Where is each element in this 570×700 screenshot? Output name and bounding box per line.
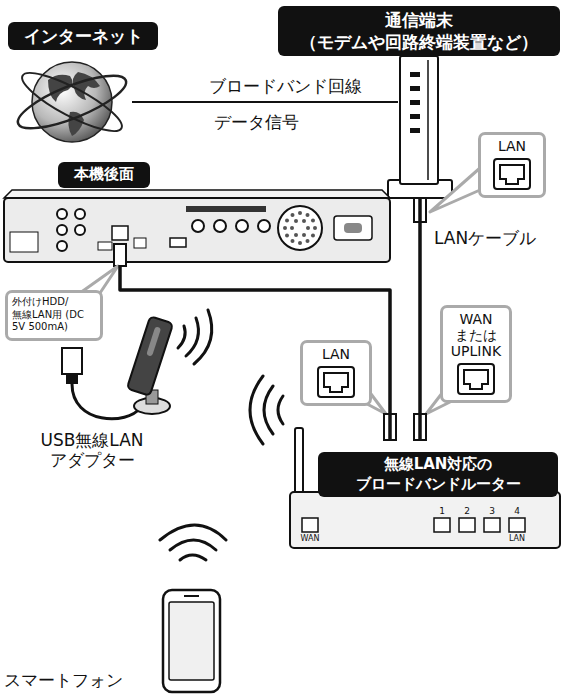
- jack-icon: [492, 157, 532, 191]
- label: LANケーブル: [434, 228, 536, 248]
- globe: [12, 62, 132, 142]
- label: スマートフォン: [4, 670, 123, 690]
- cable-line: [120, 265, 390, 440]
- node-text: 通信端末 （モデムや回路終端装置など）: [286, 9, 552, 53]
- header-band: 本機後面: [58, 162, 150, 188]
- label: 4: [509, 506, 525, 517]
- label: 3: [484, 506, 500, 517]
- header-band: インターネット: [8, 22, 158, 50]
- label: 1: [434, 506, 450, 517]
- label: LAN: [505, 534, 529, 544]
- header-band: 通信端末 （モデムや回路終端装置など）: [278, 6, 560, 56]
- node-text: LAN: [485, 138, 539, 154]
- jack-icon: [456, 362, 496, 396]
- port-callout: 外付けHDD/ 無線LAN用 (DC 5V 500mA): [5, 290, 103, 341]
- node-text: 無線LAN対応の ブロードバンドルーター: [326, 455, 550, 494]
- jack-icon: [316, 365, 356, 399]
- radio-waves: [160, 310, 283, 560]
- label: 2: [459, 506, 475, 517]
- node-text: 外付けHDD/ 無線LAN用 (DC 5V 500mA): [12, 296, 96, 334]
- modem: [388, 56, 452, 222]
- router: [290, 414, 560, 548]
- label: USB無線LAN アダプター: [22, 430, 162, 471]
- port-callout: WAN または UPLINK: [440, 305, 512, 403]
- header-band: 無線LAN対応の ブロードバンドルーター: [318, 452, 558, 497]
- cable-line: [420, 199, 421, 440]
- node-text: WAN または UPLINK: [447, 311, 505, 359]
- connector-anchor: [398, 55, 440, 199]
- recorder: [4, 190, 390, 266]
- smartphone: [163, 590, 220, 692]
- cable-line: [132, 102, 398, 103]
- port-callout: LAN: [300, 340, 372, 406]
- label: WAN: [296, 534, 324, 544]
- node-text: インターネット: [16, 25, 150, 47]
- node-text: LAN: [307, 346, 365, 362]
- port-callout: LAN: [478, 132, 546, 198]
- node-text: 本機後面: [66, 165, 142, 185]
- edge-label: ブロードバンド回線: [206, 76, 365, 96]
- label: データ信号: [214, 112, 299, 132]
- connector-anchor: [20, 52, 132, 152]
- connector-anchor: [4, 188, 390, 265]
